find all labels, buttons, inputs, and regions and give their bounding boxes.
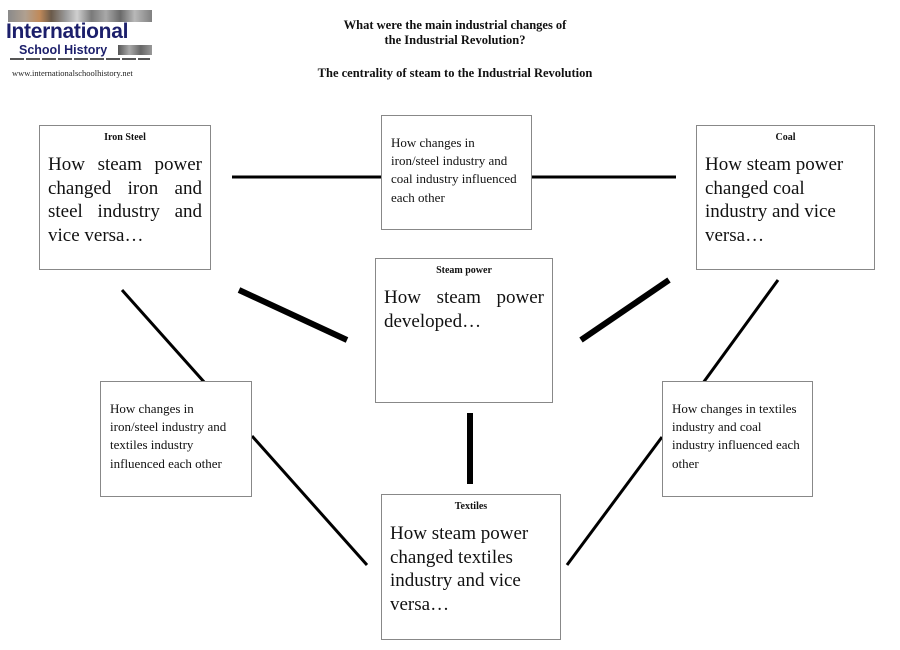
box-iron-steel: Iron Steel How steam power changed iron … <box>39 125 211 270</box>
connector-textiles-coal-to-textiles <box>565 436 664 566</box>
box-textiles-coal-link: How changes in textiles industry and coa… <box>662 381 813 497</box>
box-coal: Coal How steam power changed coal indust… <box>696 125 875 270</box>
logo-photo-strip <box>8 10 152 22</box>
box-iron-steel-text: How steam power changed iron and steel i… <box>48 154 202 246</box>
page-title-line-2: the Industrial Revolution? <box>384 33 526 47</box>
logo-title: International <box>6 20 129 43</box>
connector-iron-textiles-to-textiles <box>250 435 369 566</box>
connector-iron-to-iron-textiles <box>120 289 207 384</box>
page-title: What were the main industrial changes of… <box>280 18 630 48</box>
box-iron-textiles-link: How changes in iron/steel industry and t… <box>100 381 252 497</box>
box-coal-text: How steam power changed coal industry an… <box>705 154 844 246</box>
logo-url: www.internationalschoolhistory.net <box>12 68 133 78</box>
box-textiles-label: Textiles <box>454 501 488 512</box>
logo-image <box>118 45 152 55</box>
box-steam-power: Steam power How steam power developed… <box>375 258 553 403</box>
page-title-line-1: What were the main industrial changes of <box>343 18 567 32</box>
box-steam-power-text: How steam power developed… <box>384 287 544 332</box>
box-iron-textiles-link-text: How changes in iron/steel industry and t… <box>110 401 227 471</box>
box-iron-coal-link: How changes in iron/steel industry and c… <box>381 115 532 230</box>
logo-divider <box>10 58 150 60</box>
box-textiles-text: How steam power changed textiles industr… <box>390 523 529 615</box>
box-coal-label: Coal <box>775 132 796 143</box>
box-textiles: Textiles How steam power changed textile… <box>381 494 561 640</box>
page-subtitle: The centrality of steam to the Industria… <box>317 66 593 80</box>
logo: International School History www.interna… <box>6 8 154 78</box>
box-textiles-coal-link-text: How changes in textiles industry and coa… <box>672 401 800 471</box>
logo-subtitle: School History <box>19 43 108 57</box>
connector-coal-to-textiles-coal <box>701 279 780 384</box>
connector-iron-to-steam <box>237 287 349 343</box>
connector-coal-to-steam <box>579 277 671 343</box>
box-iron-steel-label: Iron Steel <box>104 132 146 143</box>
box-steam-power-label: Steam power <box>436 265 492 276</box>
box-iron-coal-link-text: How changes in iron/steel industry and c… <box>391 135 517 205</box>
